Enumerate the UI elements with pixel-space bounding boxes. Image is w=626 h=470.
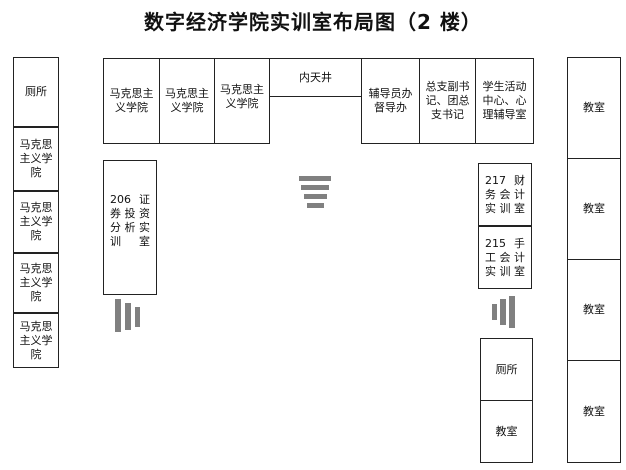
room-label: 马克思主义学院 xyxy=(220,83,264,110)
room-top-marxism-a: 马克思主义学院 xyxy=(103,58,160,144)
room-top-marxism-c: 马克思主义学院 xyxy=(214,58,270,144)
room-left-marxism-3: 马克思主义学院 xyxy=(13,253,59,313)
room-label: 内天井 xyxy=(299,71,332,84)
room-bottom-toilet: 厕所 xyxy=(480,338,533,401)
room-label: 教室 xyxy=(583,101,605,114)
room-label: 教室 xyxy=(583,202,605,215)
room-label: 215 手工会计实训室 xyxy=(485,236,525,278)
room-label: 教室 xyxy=(583,303,605,316)
room-right-classroom-3: 教室 xyxy=(567,259,621,361)
stairs-left-icon xyxy=(115,299,145,335)
room-left-toilet: 厕所 xyxy=(13,57,59,127)
room-217-lab: 217 财务会计实训室 xyxy=(478,163,532,226)
room-label: 马克思主义学院 xyxy=(19,201,53,242)
room-label: 马克思主义学院 xyxy=(19,319,53,361)
room-label: 206 证券投资分析实训室 xyxy=(110,193,150,248)
room-label: 辅导员办督导办 xyxy=(368,87,413,114)
room-right-classroom-1: 教室 xyxy=(567,57,621,159)
room-label: 马克思主义学院 xyxy=(19,138,53,179)
room-bottom-classroom: 教室 xyxy=(480,400,533,463)
room-label: 马克思主义学院 xyxy=(165,87,209,114)
room-right-classroom-4: 教室 xyxy=(567,360,621,463)
room-counselor-office: 辅导员办督导办 xyxy=(361,58,420,144)
room-label: 学生活动中心、心理辅导室 xyxy=(482,80,527,121)
room-label: 总支副书记、团总支书记 xyxy=(425,80,470,121)
room-courtyard: 内天井 xyxy=(269,58,362,97)
room-label: 马克思主义学院 xyxy=(109,87,154,114)
room-label: 厕所 xyxy=(495,362,518,376)
stairs-right-icon xyxy=(492,296,522,330)
room-party-secretary: 总支副书记、团总支书记 xyxy=(419,58,476,144)
stairs-center-icon xyxy=(298,176,334,212)
room-left-marxism-1: 马克思主义学院 xyxy=(13,127,59,191)
room-right-classroom-2: 教室 xyxy=(567,158,621,260)
room-label: 马克思主义学院 xyxy=(19,262,53,303)
room-left-marxism-4: 马克思主义学院 xyxy=(13,313,59,368)
room-left-marxism-2: 马克思主义学院 xyxy=(13,191,59,253)
page-title: 数字经济学院实训室布局图（2 楼） xyxy=(144,10,482,34)
room-label: 厕所 xyxy=(25,85,47,98)
room-206-lab: 206 证券投资分析实训室 xyxy=(103,160,157,295)
room-label: 217 财务会计实训室 xyxy=(485,173,525,215)
room-student-center: 学生活动中心、心理辅导室 xyxy=(475,58,534,144)
room-top-marxism-b: 马克思主义学院 xyxy=(159,58,215,144)
room-label: 教室 xyxy=(583,404,605,418)
room-215-lab: 215 手工会计实训室 xyxy=(478,226,532,289)
room-label: 教室 xyxy=(495,424,518,438)
